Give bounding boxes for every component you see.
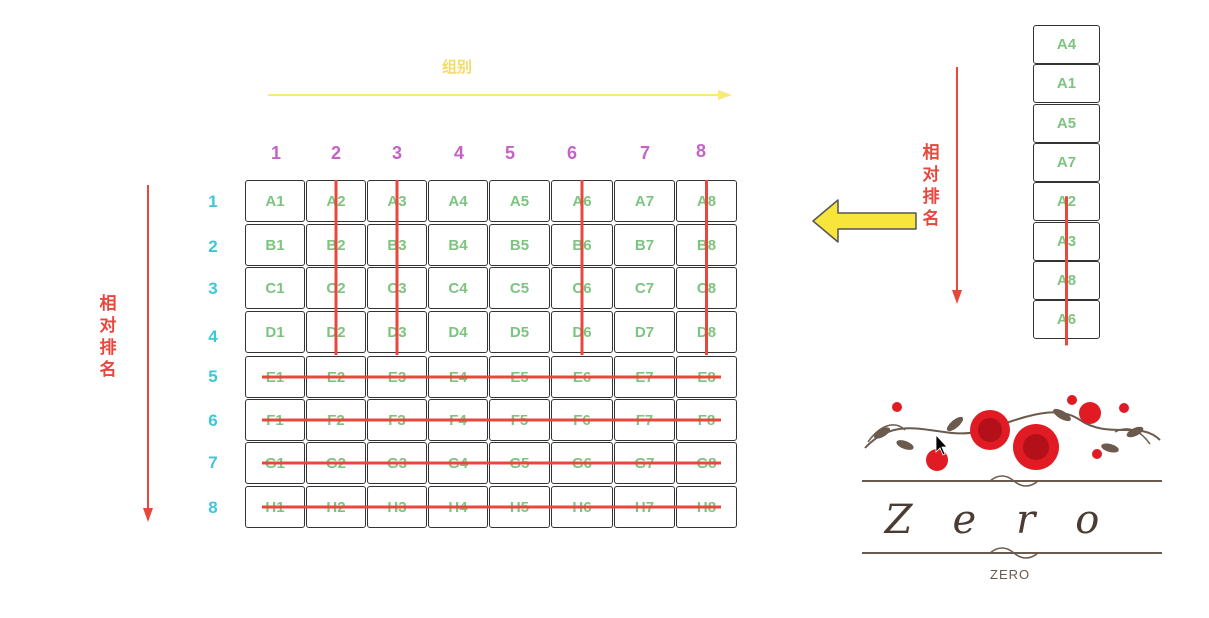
grid-cell: F7 (614, 399, 675, 441)
grid-cell: G6 (551, 442, 613, 484)
grid-cell: F2 (306, 399, 366, 441)
grid-cell: B8 (676, 224, 737, 266)
side-column-cell: A1 (1033, 64, 1100, 103)
row-number: 5 (203, 367, 223, 387)
left-rank-char: 名 (98, 359, 118, 381)
row-number: 7 (203, 453, 223, 473)
grid-cell: D1 (245, 311, 305, 353)
grid-cell: A4 (428, 180, 488, 222)
svg-text:Zero: Zero (883, 497, 1140, 543)
column-number: 4 (449, 143, 469, 164)
side-column-cell: A4 (1033, 25, 1100, 64)
grid-cell: B7 (614, 224, 675, 266)
grid-cell: G3 (367, 442, 427, 484)
grid-cell: E3 (367, 356, 427, 398)
grid-cell: C5 (489, 267, 550, 309)
column-number: 5 (500, 143, 520, 164)
grid-cell: B6 (551, 224, 613, 266)
grid-cell: A7 (614, 180, 675, 222)
grid-cell: C6 (551, 267, 613, 309)
grid-cell: B2 (306, 224, 366, 266)
grid-cell: H2 (306, 486, 366, 528)
grid-cell: A2 (306, 180, 366, 222)
grid-cell: G2 (306, 442, 366, 484)
grid-cell: C1 (245, 267, 305, 309)
column-number: 3 (387, 143, 407, 164)
side-column-cell: A2 (1033, 182, 1100, 221)
right-rank-char: 对 (921, 164, 941, 186)
row-number: 4 (203, 327, 223, 347)
grid-cell: F3 (367, 399, 427, 441)
grid-cell: A5 (489, 180, 550, 222)
grid-cell: B1 (245, 224, 305, 266)
grid-cell: H1 (245, 486, 305, 528)
grid-cell: E1 (245, 356, 305, 398)
right-rank-char: 相 (921, 142, 941, 164)
column-number: 6 (562, 143, 582, 164)
grid-cell: C4 (428, 267, 488, 309)
grid-cell: G1 (245, 442, 305, 484)
grid-cell: F8 (676, 399, 737, 441)
grid-cell: E7 (614, 356, 675, 398)
left-rank-char: 相 (98, 293, 118, 315)
grid-cell: D8 (676, 311, 737, 353)
grid-cell: H5 (489, 486, 550, 528)
side-column-cell: A6 (1033, 300, 1100, 339)
left-rank-char: 排 (98, 337, 118, 359)
grid-cell: B4 (428, 224, 488, 266)
grid-cell: F4 (428, 399, 488, 441)
grid-cell: H7 (614, 486, 675, 528)
grid-cell: A3 (367, 180, 427, 222)
grid-cell: A1 (245, 180, 305, 222)
grid-cell: F5 (489, 399, 550, 441)
grid-cell: B3 (367, 224, 427, 266)
right-rank-char: 名 (921, 208, 941, 230)
column-number: 2 (326, 143, 346, 164)
grid-cell: F1 (245, 399, 305, 441)
side-column-cell: A8 (1033, 261, 1100, 300)
grid-cell: E2 (306, 356, 366, 398)
side-column-cell: A7 (1033, 143, 1100, 182)
grid-cell: D3 (367, 311, 427, 353)
row-number: 6 (203, 411, 223, 431)
row-number: 3 (203, 279, 223, 299)
column-number: 7 (635, 143, 655, 164)
left-rank-char: 对 (98, 315, 118, 337)
grid-cell: D2 (306, 311, 366, 353)
grid-cell: A8 (676, 180, 737, 222)
grid-cell: E4 (428, 356, 488, 398)
column-number: 8 (691, 141, 711, 162)
row-number: 8 (203, 498, 223, 518)
grid-cell: B5 (489, 224, 550, 266)
row-number: 1 (203, 192, 223, 212)
grid-cell: C7 (614, 267, 675, 309)
side-column-cell: A3 (1033, 222, 1100, 261)
grid-cell: E6 (551, 356, 613, 398)
right-rank-char: 排 (921, 186, 941, 208)
grid-cell: H6 (551, 486, 613, 528)
grid-cell: D5 (489, 311, 550, 353)
grid-cell: G5 (489, 442, 550, 484)
grid-cell: E8 (676, 356, 737, 398)
grid-cell: D4 (428, 311, 488, 353)
grid-cell: C3 (367, 267, 427, 309)
column-number: 1 (266, 143, 286, 164)
group-axis-label: 组别 (442, 56, 472, 77)
grid-cell: H4 (428, 486, 488, 528)
grid-cell: C8 (676, 267, 737, 309)
grid-cell: H3 (367, 486, 427, 528)
grid-cell: D6 (551, 311, 613, 353)
grid-cell: G4 (428, 442, 488, 484)
grid-cell: G7 (614, 442, 675, 484)
row-number: 2 (203, 237, 223, 257)
grid-cell: H8 (676, 486, 737, 528)
grid-cell: G8 (676, 442, 737, 484)
side-column-cell: A5 (1033, 104, 1100, 143)
grid-cell: F6 (551, 399, 613, 441)
grid-cell: E5 (489, 356, 550, 398)
grid-cell: C2 (306, 267, 366, 309)
logo-caption: ZERO (990, 567, 1030, 582)
grid-cell: A6 (551, 180, 613, 222)
grid-cell: D7 (614, 311, 675, 353)
